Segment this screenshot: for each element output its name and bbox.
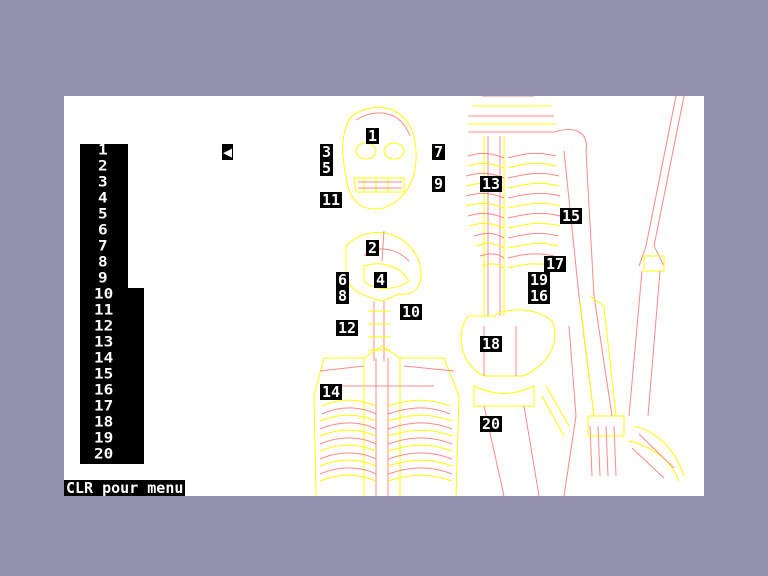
skeleton-label-14: 14 <box>320 383 343 401</box>
list-item-16[interactable]: 16 <box>94 381 114 399</box>
list-item-5[interactable]: 5 <box>98 205 108 223</box>
list-item-9[interactable]: 9 <box>98 269 108 287</box>
selection-cursor-icon[interactable]: ◀ <box>222 143 234 161</box>
skeleton-label-2: 2 <box>366 239 380 257</box>
skeleton-label-10: 10 <box>400 303 423 321</box>
status-bar: CLR pour menu <box>64 479 186 496</box>
skeleton-label-3: 3 <box>320 143 334 161</box>
list-item-17[interactable]: 17 <box>94 397 114 415</box>
skeleton-label-4: 4 <box>374 271 388 289</box>
list-item-6[interactable]: 6 <box>98 221 108 239</box>
list-item-12[interactable]: 12 <box>94 317 114 335</box>
list-item-3[interactable]: 3 <box>98 173 108 191</box>
skeleton-label-20: 20 <box>480 415 503 433</box>
list-item-1[interactable]: 1 <box>98 141 108 159</box>
list-item-11[interactable]: 11 <box>94 301 114 319</box>
skeleton-label-17: 17 <box>544 255 567 273</box>
skeleton-label-16: 16 <box>528 287 551 305</box>
skeleton-label-13: 13 <box>480 175 503 193</box>
skeleton-drawing <box>313 96 685 496</box>
skeleton-label-11: 11 <box>320 191 343 209</box>
list-item-8[interactable]: 8 <box>98 253 108 271</box>
list-item-15[interactable]: 15 <box>94 365 114 383</box>
part-list-panel-wide <box>80 288 144 464</box>
list-item-10[interactable]: 10 <box>94 285 114 303</box>
list-item-2[interactable]: 2 <box>98 157 108 175</box>
skeleton-label-19: 19 <box>528 271 551 289</box>
list-item-13[interactable]: 13 <box>94 333 114 351</box>
list-item-4[interactable]: 4 <box>98 189 108 207</box>
skeleton-label-7: 7 <box>432 143 446 161</box>
list-item-18[interactable]: 18 <box>94 413 114 431</box>
skeleton-label-18: 18 <box>480 335 503 353</box>
list-item-20[interactable]: 20 <box>94 445 114 463</box>
skeleton-label-9: 9 <box>432 175 446 193</box>
list-item-7[interactable]: 7 <box>98 237 108 255</box>
skeleton-label-15: 15 <box>560 207 583 225</box>
part-list-panel <box>80 144 128 288</box>
skeleton-label-1: 1 <box>366 127 380 145</box>
list-item-14[interactable]: 14 <box>94 349 114 367</box>
skeleton-label-8: 8 <box>336 287 350 305</box>
skeleton-label-6: 6 <box>336 271 350 289</box>
skeleton-label-12: 12 <box>336 319 359 337</box>
list-item-19[interactable]: 19 <box>94 429 114 447</box>
skeleton-label-5: 5 <box>320 159 334 177</box>
